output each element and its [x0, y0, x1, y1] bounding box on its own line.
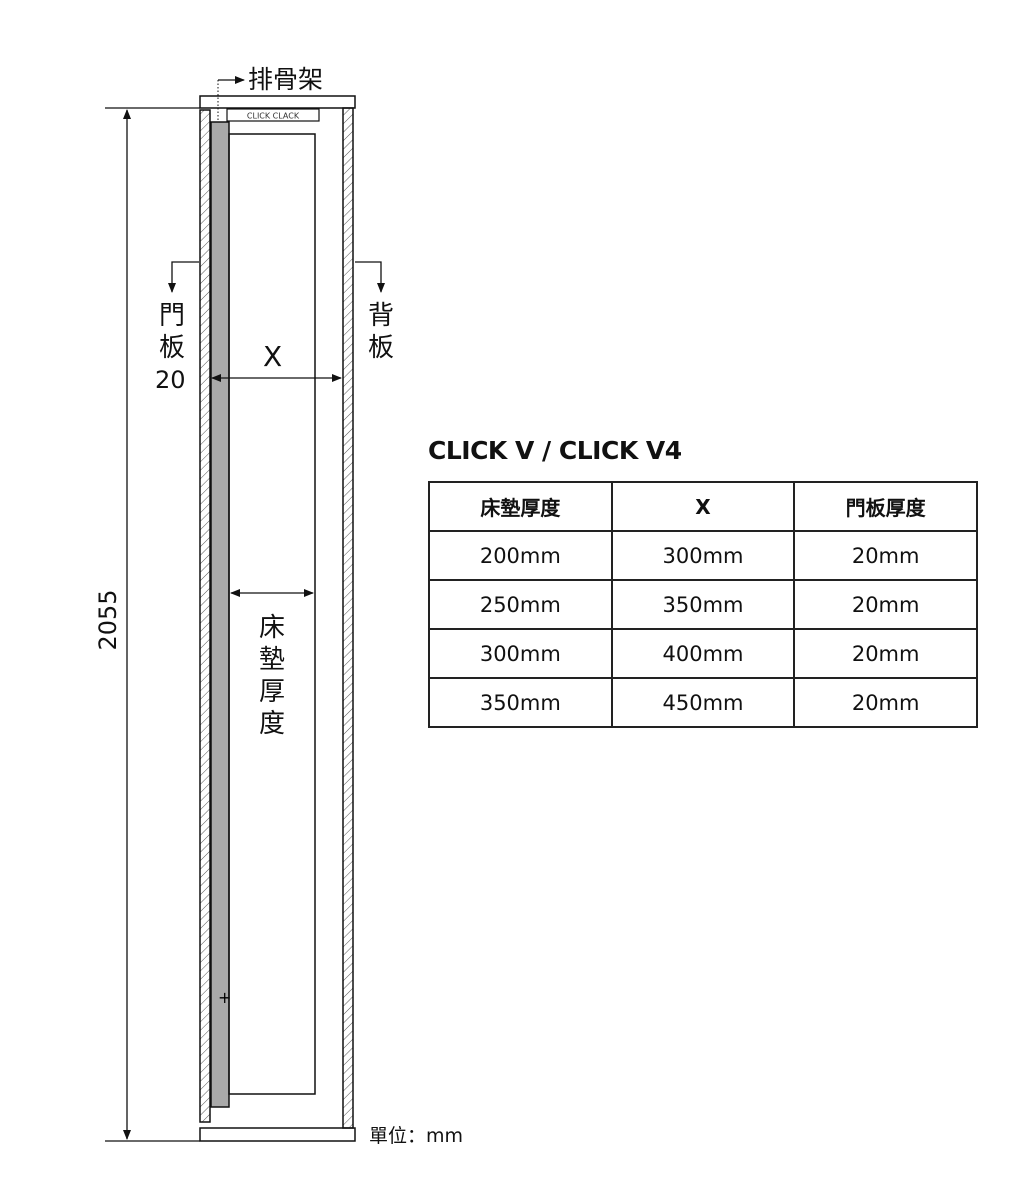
mattress-label-char-2: 墊 [258, 645, 285, 675]
height-dimension-label: 2055 [94, 589, 122, 651]
table-row: 350mm 450mm 20mm [428, 677, 978, 728]
click-clack-text: CLICK CLACK [247, 112, 300, 121]
x-dimension-label: X [263, 340, 283, 373]
table-cell: 300mm [610, 530, 796, 581]
back-leader [355, 261, 385, 293]
door-thickness-value: 20 [155, 366, 186, 394]
back-label: 背 板 [365, 300, 397, 364]
table-cell: 20mm [793, 677, 978, 728]
back-label-char-1: 背 [367, 301, 394, 331]
door-leader [168, 261, 199, 293]
table-cell: 20mm [793, 530, 978, 581]
table-row: 300mm 400mm 20mm [428, 628, 978, 679]
door-label-char-1: 門 [158, 301, 185, 331]
slat-frame [210, 121, 230, 1108]
door-panel [199, 109, 211, 1123]
table-header-row: 床墊厚度 X 門板厚度 [428, 481, 978, 532]
table-cell: 200mm [428, 530, 613, 581]
table-cell: 20mm [793, 628, 978, 679]
door-label-char-2: 板 [158, 333, 185, 363]
header-x: X [610, 481, 796, 532]
table-row: 250mm 350mm 20mm [428, 579, 978, 630]
door-label: 門 板 [156, 300, 188, 364]
mattress-label-char-3: 厚 [258, 677, 285, 707]
mattress-label-char-1: 床 [258, 613, 285, 643]
mattress-thickness-label: 床 墊 厚 度 [256, 612, 288, 740]
cabinet-bottom-panel [199, 1127, 356, 1142]
header-mattress-thickness: 床墊厚度 [428, 481, 613, 532]
mattress-label-char-4: 度 [258, 709, 285, 739]
back-label-char-2: 板 [367, 333, 394, 363]
table-cell: 400mm [610, 628, 796, 679]
table-title: CLICK V / CLICK V4 [428, 436, 682, 465]
mattress-outline [228, 133, 316, 1095]
table-cell: 350mm [428, 677, 613, 728]
rack-label: 排骨架 [248, 65, 324, 94]
unit-label: 單位：mm [369, 1125, 464, 1147]
table-row: 200mm 300mm 20mm [428, 530, 978, 581]
table-cell: 20mm [793, 579, 978, 630]
back-panel [342, 107, 354, 1129]
table-cell: 350mm [610, 579, 796, 630]
cabinet-top-panel [199, 95, 356, 109]
table-cell: 250mm [428, 579, 613, 630]
header-door-thickness: 門板厚度 [793, 481, 978, 532]
spec-table: 床墊厚度 X 門板厚度 200mm 300mm 20mm 250mm 350mm… [428, 481, 978, 728]
table-cell: 300mm [428, 628, 613, 679]
slat-frame-plus: + [218, 988, 231, 1007]
click-clack-box [226, 108, 320, 122]
table-cell: 450mm [610, 677, 796, 728]
